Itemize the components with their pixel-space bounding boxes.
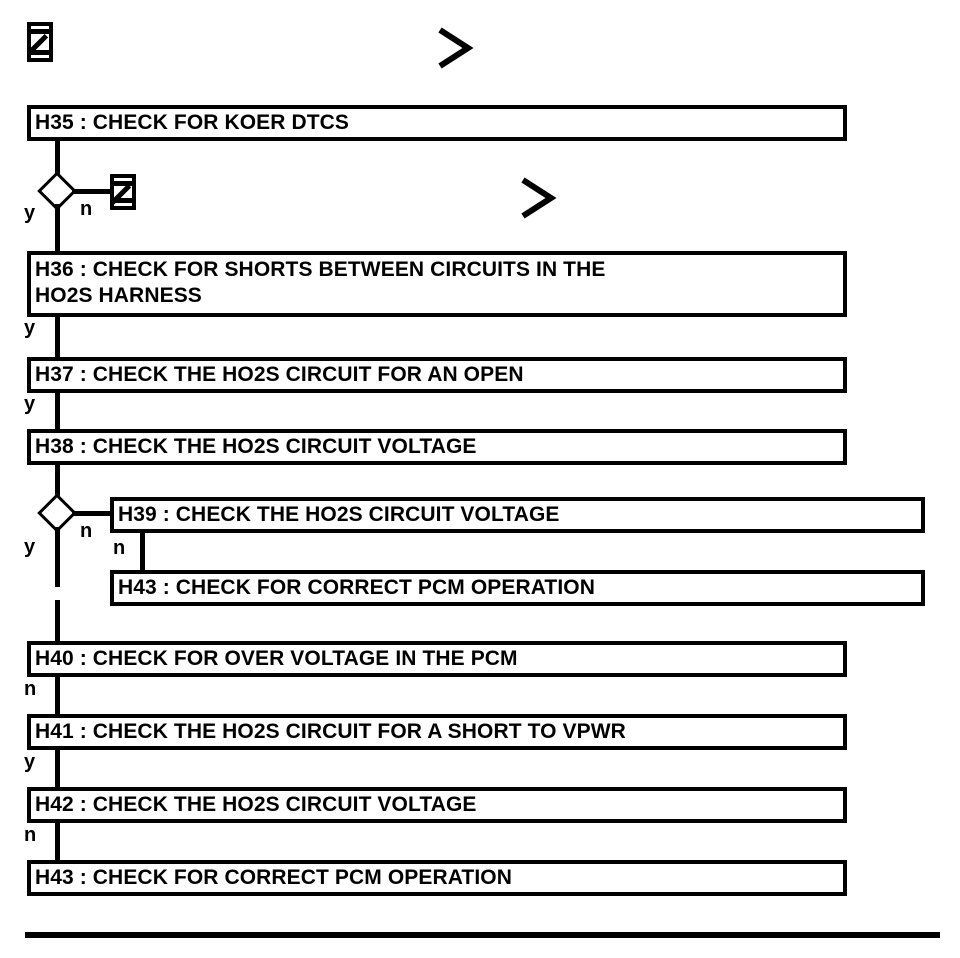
step-box-h43-branch[interactable]: H43 : CHECK FOR CORRECT PCM OPERATION <box>110 570 925 606</box>
connector-h38-no-branch <box>72 511 114 516</box>
connector-bar-top <box>114 181 132 186</box>
connector-h38-to-decision <box>55 465 60 503</box>
branch-label-h38-no: n <box>80 520 93 542</box>
branch-label-h40-no: n <box>24 678 37 700</box>
branch-label-h42-no: n <box>24 824 37 846</box>
step-box-h40[interactable]: H40 : CHECK FOR OVER VOLTAGE IN THE PCM <box>27 641 847 677</box>
chevron-stroke <box>521 177 557 219</box>
connector-h35-to-decision <box>55 141 60 181</box>
page-forward-chevron-icon-top[interactable] <box>436 26 476 70</box>
offpage-connector-icon-h35-no[interactable] <box>110 174 136 210</box>
connector-h40-to-h41 <box>55 677 60 716</box>
branch-label-h35-no: n <box>80 198 93 220</box>
step-label-h39: H39 : CHECK THE HO2S CIRCUIT VOLTAGE <box>118 503 560 526</box>
branch-label-h41-yes: y <box>24 751 36 773</box>
branch-label-h35-yes: y <box>24 202 36 224</box>
step-box-h41[interactable]: H41 : CHECK THE HO2S CIRCUIT FOR A SHORT… <box>27 714 847 750</box>
step-box-h42[interactable]: H42 : CHECK THE HO2S CIRCUIT VOLTAGE <box>27 787 847 823</box>
step-label-h43-final: H43 : CHECK FOR CORRECT PCM OPERATION <box>35 866 512 889</box>
branch-label-h38-yes: y <box>24 536 36 558</box>
branch-label-h36-yes: y <box>24 317 36 339</box>
step-box-h36[interactable]: H36 : CHECK FOR SHORTS BETWEEN CIRCUITS … <box>27 251 847 317</box>
step-label-h42: H42 : CHECK THE HO2S CIRCUIT VOLTAGE <box>35 793 477 816</box>
connector-decision-h38-yes-down <box>55 527 60 587</box>
connector-h42-to-h43 <box>55 823 60 862</box>
connector-bar-bottom <box>114 198 132 203</box>
connector-h36-to-h37 <box>55 317 60 359</box>
branch-label-h37-yes: y <box>24 393 36 415</box>
bottom-divider-rule <box>25 932 940 938</box>
step-label-h37: H37 : CHECK THE HO2S CIRCUIT FOR AN OPEN <box>35 363 524 386</box>
step-label-h38: H38 : CHECK THE HO2S CIRCUIT VOLTAGE <box>35 435 477 458</box>
step-box-h39[interactable]: H39 : CHECK THE HO2S CIRCUIT VOLTAGE <box>110 497 925 533</box>
step-box-h38[interactable]: H38 : CHECK THE HO2S CIRCUIT VOLTAGE <box>27 429 847 465</box>
connector-h37-to-h38 <box>55 393 60 431</box>
connector-decision-to-h36 <box>55 204 60 254</box>
step-label-h43-branch: H43 : CHECK FOR CORRECT PCM OPERATION <box>118 576 595 599</box>
branch-label-h39-no: n <box>113 537 126 559</box>
connector-h41-to-h42 <box>55 750 60 789</box>
step-box-h43-final[interactable]: H43 : CHECK FOR CORRECT PCM OPERATION <box>27 860 847 896</box>
page-forward-chevron-icon-mid[interactable] <box>519 176 559 220</box>
connector-spine-to-h40 <box>55 600 60 644</box>
step-label-h35: H35 : CHECK FOR KOER DTCS <box>35 111 350 134</box>
connector-bar-bottom <box>31 50 49 55</box>
step-box-h37[interactable]: H37 : CHECK THE HO2S CIRCUIT FOR AN OPEN <box>27 357 847 393</box>
connector-bar-top <box>31 29 49 34</box>
connector-h39-to-h43a <box>140 533 145 573</box>
step-label-h41: H41 : CHECK THE HO2S CIRCUIT FOR A SHORT… <box>35 720 626 743</box>
step-label-h40: H40 : CHECK FOR OVER VOLTAGE IN THE PCM <box>35 647 518 670</box>
offpage-connector-icon-top[interactable] <box>27 22 53 62</box>
step-label-h36: H36 : CHECK FOR SHORTS BETWEEN CIRCUITS … <box>35 258 606 307</box>
step-box-h35[interactable]: H35 : CHECK FOR KOER DTCS <box>27 105 847 141</box>
connector-h35-no-branch <box>72 189 114 194</box>
chevron-stroke <box>438 27 474 69</box>
